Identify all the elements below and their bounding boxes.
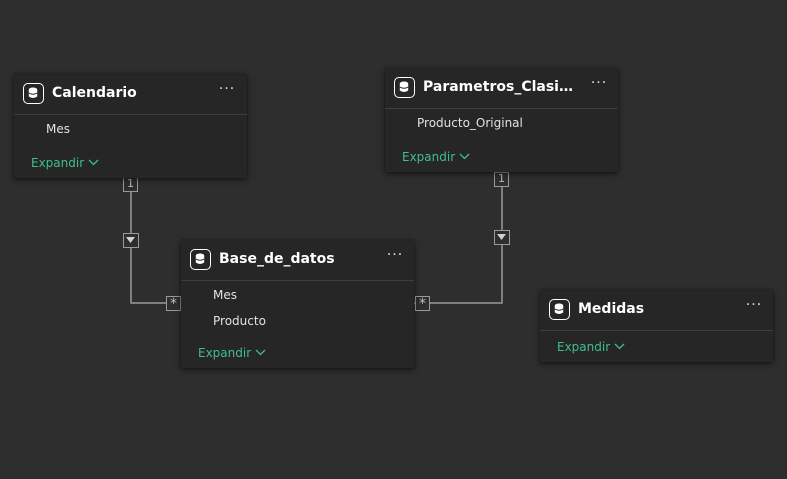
- expand-link[interactable]: Expandir: [198, 345, 266, 360]
- expand-label: Expandir: [31, 156, 85, 170]
- more-options-icon[interactable]: ···: [386, 247, 404, 263]
- table-title: Base_de_datos: [219, 251, 335, 267]
- field-mes[interactable]: Mes: [213, 288, 237, 302]
- more-options-icon[interactable]: ···: [590, 75, 608, 91]
- table-card-header[interactable]: Base_de_datos ···: [181, 240, 414, 281]
- table-card-header[interactable]: Calendario ···: [14, 74, 247, 115]
- table-title: Parametros_Clasificacio...: [423, 79, 583, 95]
- one-cardinality-marker[interactable]: 1: [123, 177, 138, 192]
- chevron-down-icon: [459, 149, 470, 163]
- chevron-down-icon: [88, 155, 99, 169]
- more-options-icon[interactable]: ···: [745, 297, 763, 313]
- many-cardinality-marker[interactable]: *: [415, 296, 430, 312]
- field-mes[interactable]: Mes: [46, 122, 70, 136]
- field-producto-original[interactable]: Producto_Original: [417, 116, 523, 130]
- expand-link[interactable]: Expandir: [31, 155, 99, 170]
- more-options-icon[interactable]: ···: [218, 81, 236, 97]
- chevron-down-icon: [255, 345, 266, 359]
- one-cardinality-marker[interactable]: 1: [494, 172, 509, 187]
- table-card-calendario[interactable]: Calendario ··· Mes Expandir: [14, 74, 247, 178]
- database-icon: [549, 299, 570, 320]
- field-producto[interactable]: Producto: [213, 314, 266, 328]
- database-icon: [23, 83, 44, 104]
- table-title: Calendario: [52, 85, 137, 101]
- expand-label: Expandir: [557, 340, 611, 354]
- filter-arrow-icon[interactable]: [123, 233, 139, 248]
- table-card-parametros-clasificacion[interactable]: Parametros_Clasificacio... ··· Producto_…: [385, 68, 618, 172]
- table-card-header[interactable]: Medidas ···: [540, 290, 773, 331]
- table-card-base-de-datos[interactable]: Base_de_datos ··· Mes Producto Expandir: [181, 240, 414, 368]
- table-card-medidas[interactable]: Medidas ··· Expandir: [540, 290, 773, 362]
- table-card-header[interactable]: Parametros_Clasificacio... ···: [385, 68, 618, 109]
- table-title: Medidas: [578, 301, 645, 317]
- expand-link[interactable]: Expandir: [402, 149, 470, 164]
- expand-label: Expandir: [198, 346, 252, 360]
- filter-arrow-icon[interactable]: [494, 230, 510, 245]
- relationship-line-calendario-base[interactable]: [130, 178, 182, 304]
- many-cardinality-marker[interactable]: *: [166, 296, 181, 312]
- database-icon: [394, 77, 415, 98]
- database-icon: [190, 249, 211, 270]
- chevron-down-icon: [614, 339, 625, 353]
- expand-label: Expandir: [402, 150, 456, 164]
- relationship-line-parametros-base[interactable]: [414, 172, 503, 304]
- expand-link[interactable]: Expandir: [557, 339, 625, 354]
